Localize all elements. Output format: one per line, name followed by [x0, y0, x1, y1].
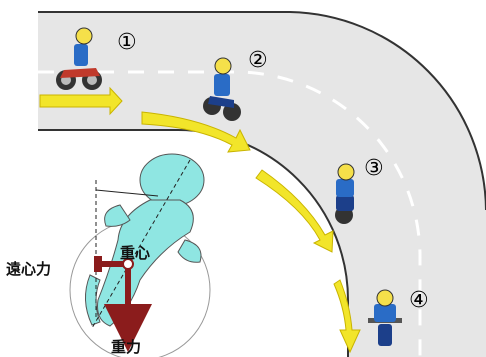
centrifugal-arrow-head [94, 256, 102, 272]
lane-center-line [38, 70, 422, 357]
rider-icon [335, 163, 355, 224]
direction-arrow-icon [39, 86, 361, 354]
rider-icon [368, 289, 402, 346]
lean-axis [91, 159, 191, 329]
center-of-gravity-point [122, 258, 134, 270]
rider-icon [56, 27, 102, 90]
step-number-2: ② [248, 48, 268, 73]
rider-silhouette [85, 153, 205, 327]
centrifugal-force-label: 遠心力 [6, 260, 52, 278]
step-number-1: ① [117, 30, 137, 55]
angle-marker [95, 189, 159, 197]
road-outer-edge [38, 11, 486, 211]
step-number-3: ③ [364, 156, 384, 181]
rider-icon [203, 57, 241, 121]
step-number-4: ④ [409, 288, 429, 313]
center-of-gravity-label: 重心 [120, 244, 151, 262]
gravity-label: 重力 [111, 338, 142, 356]
road [38, 12, 486, 357]
